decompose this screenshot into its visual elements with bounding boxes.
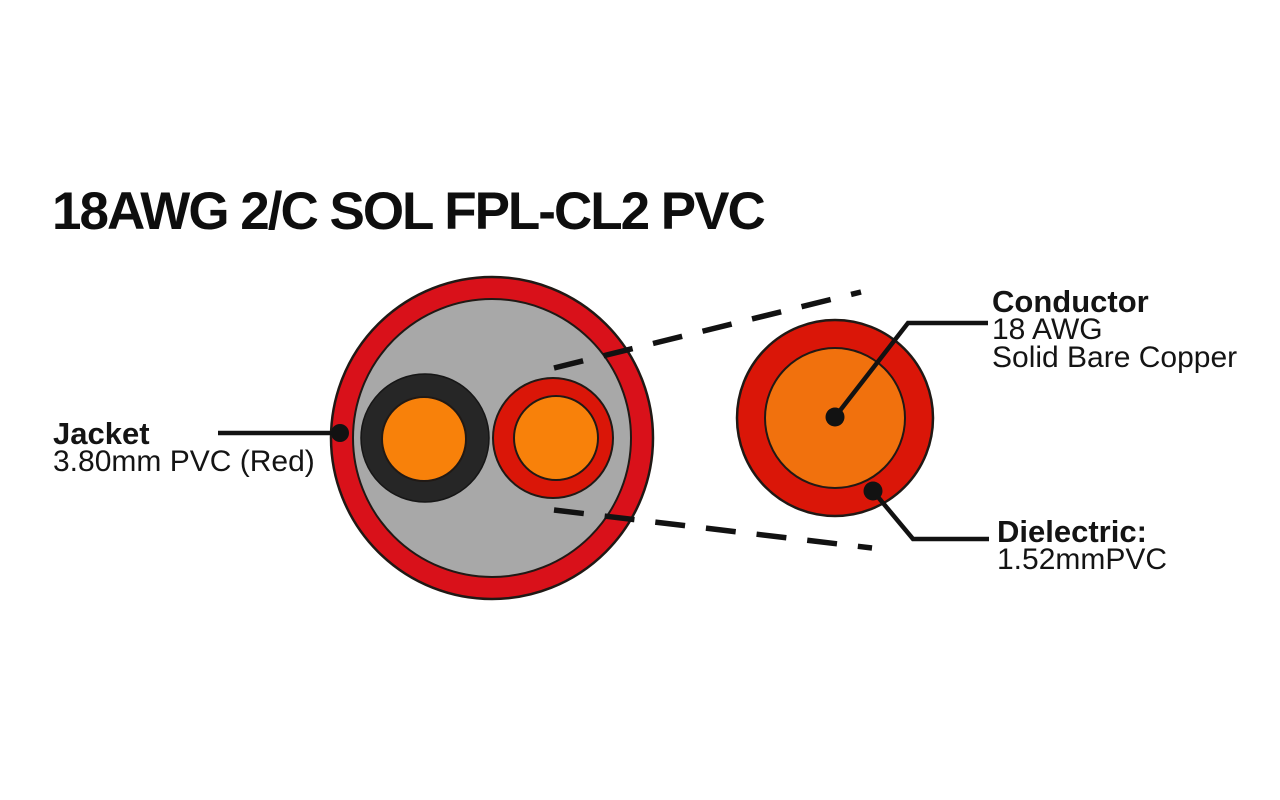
magnifier-dashed-line-bottom: [553, 507, 873, 551]
conductor-label-heading: Conductor: [992, 284, 1149, 319]
jacket-callout-dot: [331, 424, 349, 442]
conductor-label-material: Solid Bare Copper: [992, 341, 1238, 374]
dielectric-callout-dot: [863, 481, 883, 501]
main-cable-cross-section: [329, 275, 655, 601]
jacket-label-spec: 3.80mm PVC (Red): [53, 445, 315, 478]
conductor-callout-line: [833, 320, 988, 419]
page-title: 18AWG 2/C SOL FPL-CL2 PVC: [52, 182, 766, 241]
magnifier-dashed-line-top: [553, 289, 862, 371]
dielectric-label-spec: 1.52mmPVC: [997, 543, 1168, 576]
conductor-callout-dot: [825, 407, 845, 427]
jacket-label: Jacket 3.80mm PVC (Red): [53, 416, 315, 478]
conductor1-core: [381, 396, 467, 482]
conductor2-core: [513, 395, 599, 481]
jacket-label-heading: Jacket: [53, 416, 150, 451]
conductor-label-gauge: 18 AWG: [992, 313, 1103, 346]
conductor-label: Conductor 18 AWG Solid Bare Copper: [992, 284, 1238, 374]
dielectric-label: Dielectric: 1.52mmPVC: [997, 514, 1168, 576]
dielectric-label-heading: Dielectric:: [997, 514, 1147, 549]
dielectric-callout-line: [871, 489, 989, 542]
